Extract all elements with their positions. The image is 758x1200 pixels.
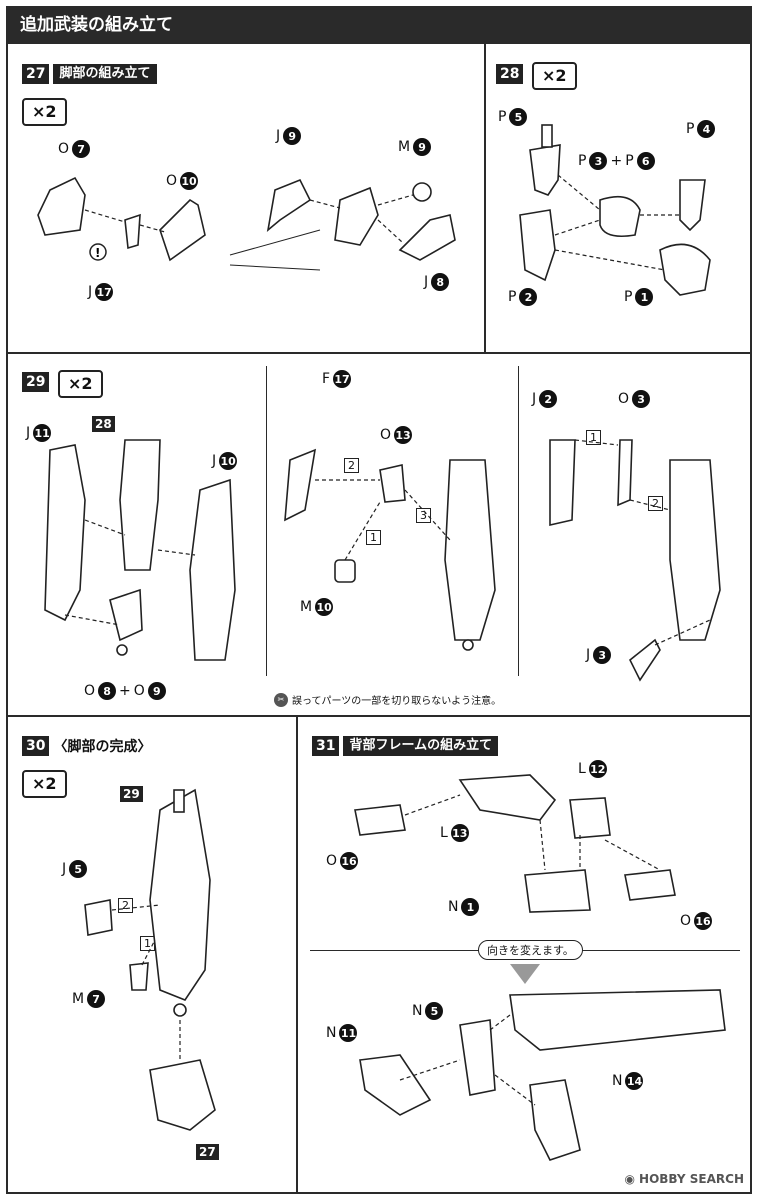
caution-icon: ✂ xyxy=(274,692,288,707)
step-30-parts-diagram xyxy=(84,788,216,1131)
divider-row2 xyxy=(6,715,752,717)
step-30-heading: 30 〈脚部の完成〉 xyxy=(22,736,151,756)
quantity-badge: ×2 xyxy=(22,770,67,798)
step-number: 28 xyxy=(496,64,524,84)
step-31-heading: 31 背部フレームの組み立て xyxy=(312,736,499,756)
step-number: 29 xyxy=(22,372,50,392)
hobby-search-logo-icon: ◉ xyxy=(624,1172,636,1186)
step-28-parts-diagram xyxy=(519,124,711,296)
ref-step-27: 27 xyxy=(196,1144,219,1160)
ref-step-29: 29 xyxy=(120,786,143,802)
step-title: 背部フレームの組み立て xyxy=(343,736,499,756)
instruction-frame xyxy=(6,44,752,1194)
sub-divider xyxy=(266,366,267,676)
quantity-badge: ×2 xyxy=(58,370,103,398)
step-title: 〈脚部の完成〉 xyxy=(53,739,152,755)
page-header: 追加武装の組み立て xyxy=(6,6,752,44)
ref-step-28: 28 xyxy=(92,416,115,432)
step-28-heading: 28 xyxy=(496,64,524,84)
step-27-heading: 27 脚部の組み立て xyxy=(22,64,157,84)
step-number: 27 xyxy=(22,64,50,84)
step-number: 30 xyxy=(22,736,50,756)
order-box-1: 1 xyxy=(366,530,381,545)
page-title: 追加武装の組み立て xyxy=(20,15,173,35)
step-title: 脚部の組み立て xyxy=(53,64,157,84)
sub-divider xyxy=(518,366,519,676)
order-box-2: 2 xyxy=(344,458,359,473)
turn-instruction: 向きを変えます。 xyxy=(478,940,583,960)
divider-col-30-31 xyxy=(296,715,298,1194)
step-29-parts-diagram xyxy=(44,439,721,682)
step-31-parts-diagram xyxy=(354,774,726,1161)
order-box-3: 3 xyxy=(416,508,431,523)
step-number: 31 xyxy=(312,736,340,756)
step-29-heading: 29 xyxy=(22,372,50,392)
divider-row1 xyxy=(6,352,752,354)
quantity-badge: ×2 xyxy=(532,62,577,90)
down-arrow-icon xyxy=(510,964,540,984)
divider-col-27-28 xyxy=(484,44,486,352)
caution-note: ✂誤ってパーツの一部を切り取らないよう注意。 xyxy=(274,692,501,707)
svg-text:!: ! xyxy=(95,246,100,260)
quantity-badge: ×2 xyxy=(22,98,67,126)
watermark: ◉HOBBY SEARCH xyxy=(624,1172,744,1186)
step-27-parts-diagram: ! xyxy=(37,176,456,271)
